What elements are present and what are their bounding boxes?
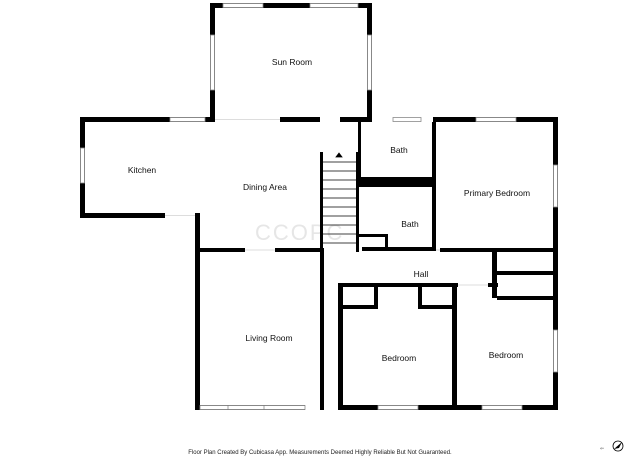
window-living-bottom xyxy=(199,405,306,410)
wall-bath-lower-bottom xyxy=(362,247,436,251)
room-labels: Sun Room Kitchen Dining Area Bath Bath P… xyxy=(128,57,530,363)
wall-hall-bottom-2 xyxy=(488,283,498,287)
wall-bed-divider xyxy=(452,283,457,410)
wall-hall-top-right xyxy=(440,248,558,252)
windows xyxy=(80,3,558,410)
window-sun-top-2 xyxy=(309,3,359,8)
room-label-dining-area: Dining Area xyxy=(243,182,287,192)
wall-closet-right-bottom xyxy=(497,296,558,300)
window-bed1-bottom xyxy=(377,405,419,410)
room-label-living-room: Living Room xyxy=(245,333,292,343)
window-bed2-bottom xyxy=(481,405,523,410)
wall-stair-right xyxy=(356,152,359,252)
wall-dining-living-2 xyxy=(275,248,324,252)
wall-bed1-closet-bottom-2 xyxy=(418,305,454,309)
stairs xyxy=(323,152,356,244)
wall-right-ext xyxy=(553,117,558,410)
wall-bottom-right xyxy=(338,405,558,410)
wall-bed1-left xyxy=(338,283,343,410)
wall-closet-right-mid xyxy=(497,271,558,275)
north-arrow-icon xyxy=(612,440,624,452)
window-sun-top-1 xyxy=(222,3,264,8)
walls xyxy=(80,3,558,410)
wall-hall-bottom-1 xyxy=(338,283,458,287)
watermark: CCOPC xyxy=(255,220,344,245)
window-primary-top xyxy=(475,117,517,122)
wall-kitchen-bottom xyxy=(80,213,165,218)
room-label-hall: Hall xyxy=(414,269,429,279)
wall-bath-right xyxy=(432,122,436,250)
room-label-primary-bedroom: Primary Bedroom xyxy=(464,188,530,198)
room-label-bath-upper: Bath xyxy=(390,145,408,155)
compass-mark-icon: ⇐ xyxy=(600,446,604,452)
window-mullions xyxy=(227,405,265,410)
wall-stair-left xyxy=(320,152,323,252)
wall-top-kitchen xyxy=(80,117,215,122)
wall-top-mid-1 xyxy=(280,117,320,122)
wall-bath-notch-side xyxy=(385,234,388,251)
room-label-bedroom-1: Bedroom xyxy=(382,353,417,363)
wall-sunroom-top xyxy=(210,3,372,8)
wall-bath-divider xyxy=(358,177,435,187)
room-label-kitchen: Kitchen xyxy=(128,165,157,175)
stair-arrow-icon xyxy=(335,152,343,158)
wall-living-right xyxy=(320,250,324,410)
room-label-bedroom-2: Bedroom xyxy=(489,350,524,360)
window-sun-left xyxy=(210,34,215,91)
window-primary-right xyxy=(553,164,558,208)
wall-bath-notch-top xyxy=(358,234,388,237)
wall-living-left xyxy=(195,213,200,410)
wall-bed1-closet-side-1 xyxy=(374,283,378,309)
footer-disclaimer: Floor Plan Created By Cubicasa App. Meas… xyxy=(188,450,452,456)
wall-top-mid-2 xyxy=(340,117,372,122)
wall-bed1-closet-side-2 xyxy=(418,283,422,309)
window-bath-top xyxy=(392,117,422,122)
window-kitchen-left xyxy=(80,147,85,184)
wall-dining-living-1 xyxy=(195,248,245,252)
wall-bed1-closet-bottom xyxy=(338,305,378,309)
window-kitchen-top xyxy=(169,117,206,122)
room-label-sun-room: Sun Room xyxy=(272,57,312,67)
room-label-bath-lower: Bath xyxy=(401,219,419,229)
wall-closet-right-v xyxy=(492,248,497,298)
wall-bath-left-upper xyxy=(358,122,361,187)
window-bed2-right xyxy=(553,329,558,373)
window-sun-right xyxy=(367,34,372,91)
openings xyxy=(165,119,488,286)
